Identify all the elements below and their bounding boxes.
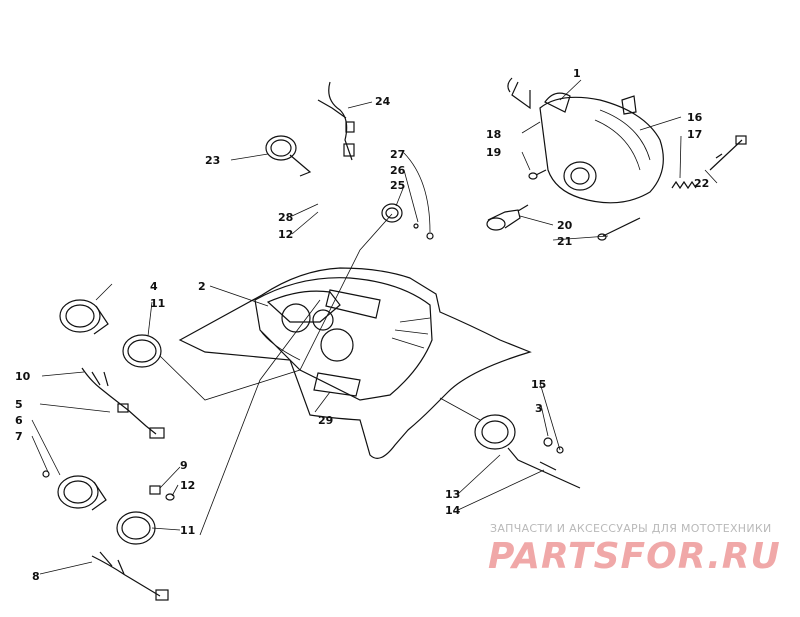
connector-9-12 xyxy=(149,485,175,501)
watermark-tagline: ЗАПЧАСТИ И АКСЕССУАРЫ ДЛЯ МОТОТЕХНИКИ xyxy=(490,522,772,535)
hood-panel xyxy=(178,267,532,459)
harness-8 xyxy=(91,551,169,601)
callout-17: 17 xyxy=(687,128,702,141)
callout-16: 16 xyxy=(687,111,703,124)
lamp-socket xyxy=(486,204,529,231)
callout-27: 27 xyxy=(390,148,405,161)
callout-23: 23 xyxy=(205,154,220,167)
watermark-logo: PARTSFOR.RU xyxy=(488,536,781,577)
gauge-6 xyxy=(42,470,107,511)
callout-labels: 1 2 3 4 5 6 7 8 9 10 11 11 12 12 13 14 1… xyxy=(15,67,709,583)
wiring-24 xyxy=(317,81,355,161)
callout-15: 15 xyxy=(531,378,546,391)
callout-11-upper: 11 xyxy=(150,297,165,310)
callout-28: 28 xyxy=(278,211,293,224)
screw-21 xyxy=(597,217,641,241)
harness-10-5 xyxy=(81,367,165,439)
callout-5: 5 xyxy=(15,398,23,411)
callout-22: 22 xyxy=(694,177,709,190)
gauge-25 xyxy=(381,203,434,240)
callout-19: 19 xyxy=(486,146,501,159)
spring-17 xyxy=(671,180,697,190)
callout-10: 10 xyxy=(15,370,31,383)
callout-29: 29 xyxy=(318,414,333,427)
leader-lines xyxy=(31,79,718,575)
callout-20: 20 xyxy=(557,219,573,232)
lamp-13 xyxy=(474,414,581,489)
callout-6: 6 xyxy=(15,414,23,427)
callout-18: 18 xyxy=(486,128,501,141)
bezel-11-upper xyxy=(122,334,162,368)
callout-3: 3 xyxy=(535,402,543,415)
callout-14: 14 xyxy=(445,504,461,517)
screw-19 xyxy=(528,169,547,180)
callout-24: 24 xyxy=(375,95,391,108)
callout-2: 2 xyxy=(198,280,206,293)
callout-21: 21 xyxy=(557,235,572,248)
callout-4: 4 xyxy=(150,280,158,293)
gauge-23 xyxy=(265,135,312,177)
callout-12-upper: 12 xyxy=(278,228,293,241)
callout-9: 9 xyxy=(180,459,188,472)
callout-12-lower: 12 xyxy=(180,479,195,492)
headlight-housing xyxy=(507,77,664,204)
callout-1: 1 xyxy=(573,67,581,80)
callout-13: 13 xyxy=(445,488,460,501)
callout-25: 25 xyxy=(390,179,405,192)
bezel-11-lower xyxy=(116,511,156,545)
callout-11-lower: 11 xyxy=(180,524,195,537)
callout-7: 7 xyxy=(15,430,23,443)
callout-8: 8 xyxy=(32,570,40,583)
adjuster-22 xyxy=(709,135,747,171)
gauge-4 xyxy=(59,299,109,335)
callout-26: 26 xyxy=(390,164,406,177)
